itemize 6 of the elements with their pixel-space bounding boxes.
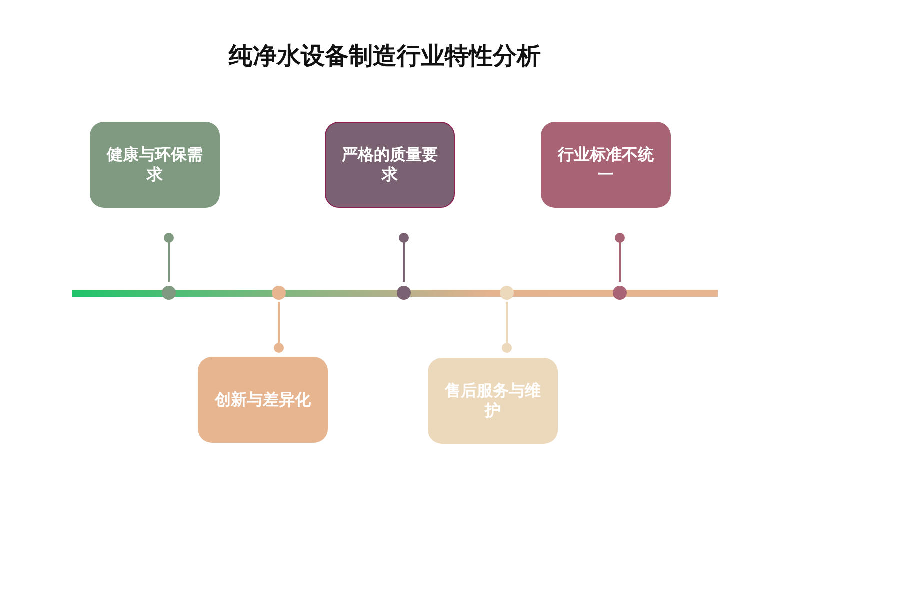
event-card: 严格的质量要求 <box>325 122 455 208</box>
diagram-title: 纯净水设备制造行业特性分析 <box>228 41 542 72</box>
event-card: 行业标准不统一 <box>541 122 671 208</box>
event-card: 售后服务与维护 <box>428 358 558 444</box>
event-card: 创新与差异化 <box>198 357 328 443</box>
event-card: 健康与环保需求 <box>90 122 220 208</box>
